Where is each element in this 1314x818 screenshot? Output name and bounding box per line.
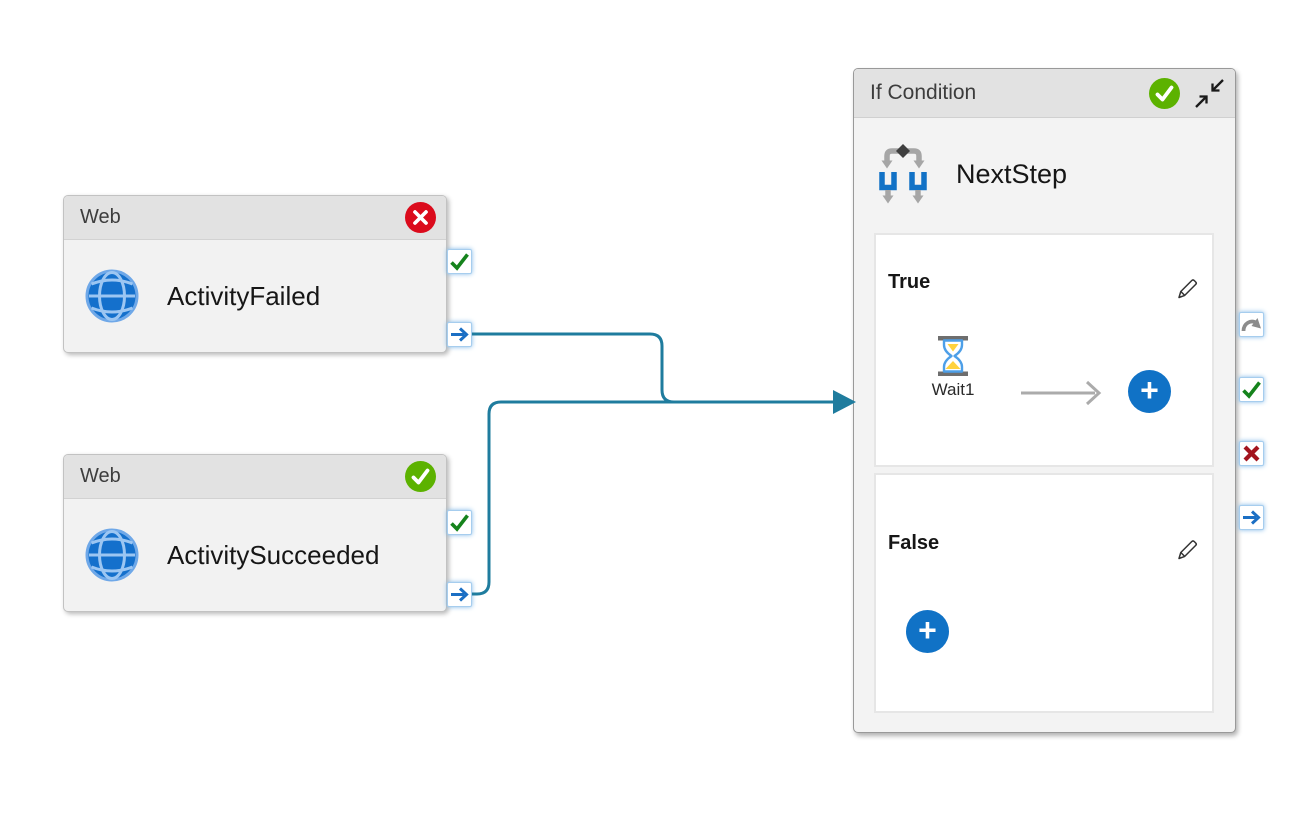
error-badge-icon [405, 202, 436, 233]
port-success-if-node[interactable] [1239, 377, 1264, 402]
port-success-succeeded-node[interactable] [447, 510, 472, 535]
success-badge-icon [1149, 77, 1180, 109]
port-success-icon [450, 514, 469, 532]
wait-activity-name: Wait1 [931, 380, 975, 399]
activity-name: ActivitySucceeded [167, 539, 380, 570]
false-branch-panel[interactable]: False + [874, 473, 1214, 713]
port-success-icon [450, 253, 469, 271]
activity-type-label: Web [80, 206, 121, 228]
true-branch-label: True [888, 271, 931, 293]
port-fail-icon [1243, 445, 1260, 462]
globe-icon [85, 269, 139, 323]
false-branch-label: False [888, 532, 940, 554]
connector-succeeded-to-if[interactable] [472, 400, 834, 596]
activity-body: ActivityFailed [64, 240, 446, 352]
edit-true-pencil-icon[interactable] [1174, 275, 1201, 302]
add-icon: + [1140, 372, 1159, 408]
if-branch-icon [879, 144, 927, 204]
activity-header: Web [64, 196, 446, 240]
if-condition-title-row: NextStep [854, 118, 1235, 230]
connector-failed-to-if[interactable] [472, 332, 834, 404]
activity-node-web-failed[interactable]: Web ActivityFailed [63, 195, 447, 353]
add-activity-false-button[interactable]: + [906, 610, 949, 653]
success-badge-icon [405, 461, 436, 492]
port-completion-icon [451, 587, 469, 602]
true-branch-panel[interactable]: True Wait1 + [874, 233, 1214, 467]
if-condition-name: NextStep [956, 158, 1068, 189]
if-condition-type-label: If Condition [870, 81, 977, 104]
port-completion-icon [451, 327, 469, 342]
port-completion-succeeded-node[interactable] [447, 582, 472, 607]
port-completion-if-node[interactable] [1239, 505, 1264, 530]
port-completion-icon [1243, 510, 1261, 525]
activity-node-web-succeeded[interactable]: Web ActivitySucceeded [63, 454, 447, 612]
port-completion-failed-node[interactable] [447, 322, 472, 347]
if-condition-header: If Condition [854, 69, 1235, 118]
edit-false-pencil-icon[interactable] [1174, 536, 1201, 563]
collapse-icon[interactable] [1194, 78, 1225, 109]
activity-header: Web [64, 455, 446, 499]
wait-activity[interactable]: Wait1 [919, 336, 987, 400]
add-icon: + [918, 612, 937, 648]
port-fail-if-node[interactable] [1239, 441, 1264, 466]
port-success-icon [1242, 381, 1261, 399]
next-arrow-icon [1021, 380, 1102, 406]
port-skip-if-node[interactable] [1239, 312, 1264, 337]
port-skip-icon [1241, 318, 1261, 332]
activity-type-label: Web [80, 465, 121, 487]
if-condition-node[interactable]: If Condition [853, 68, 1236, 733]
globe-icon [85, 528, 139, 582]
hourglass-icon [938, 336, 968, 376]
add-activity-true-button[interactable]: + [1128, 370, 1171, 413]
activity-name: ActivityFailed [167, 280, 321, 311]
activity-body: ActivitySucceeded [64, 499, 446, 611]
port-success-failed-node[interactable] [447, 249, 472, 274]
